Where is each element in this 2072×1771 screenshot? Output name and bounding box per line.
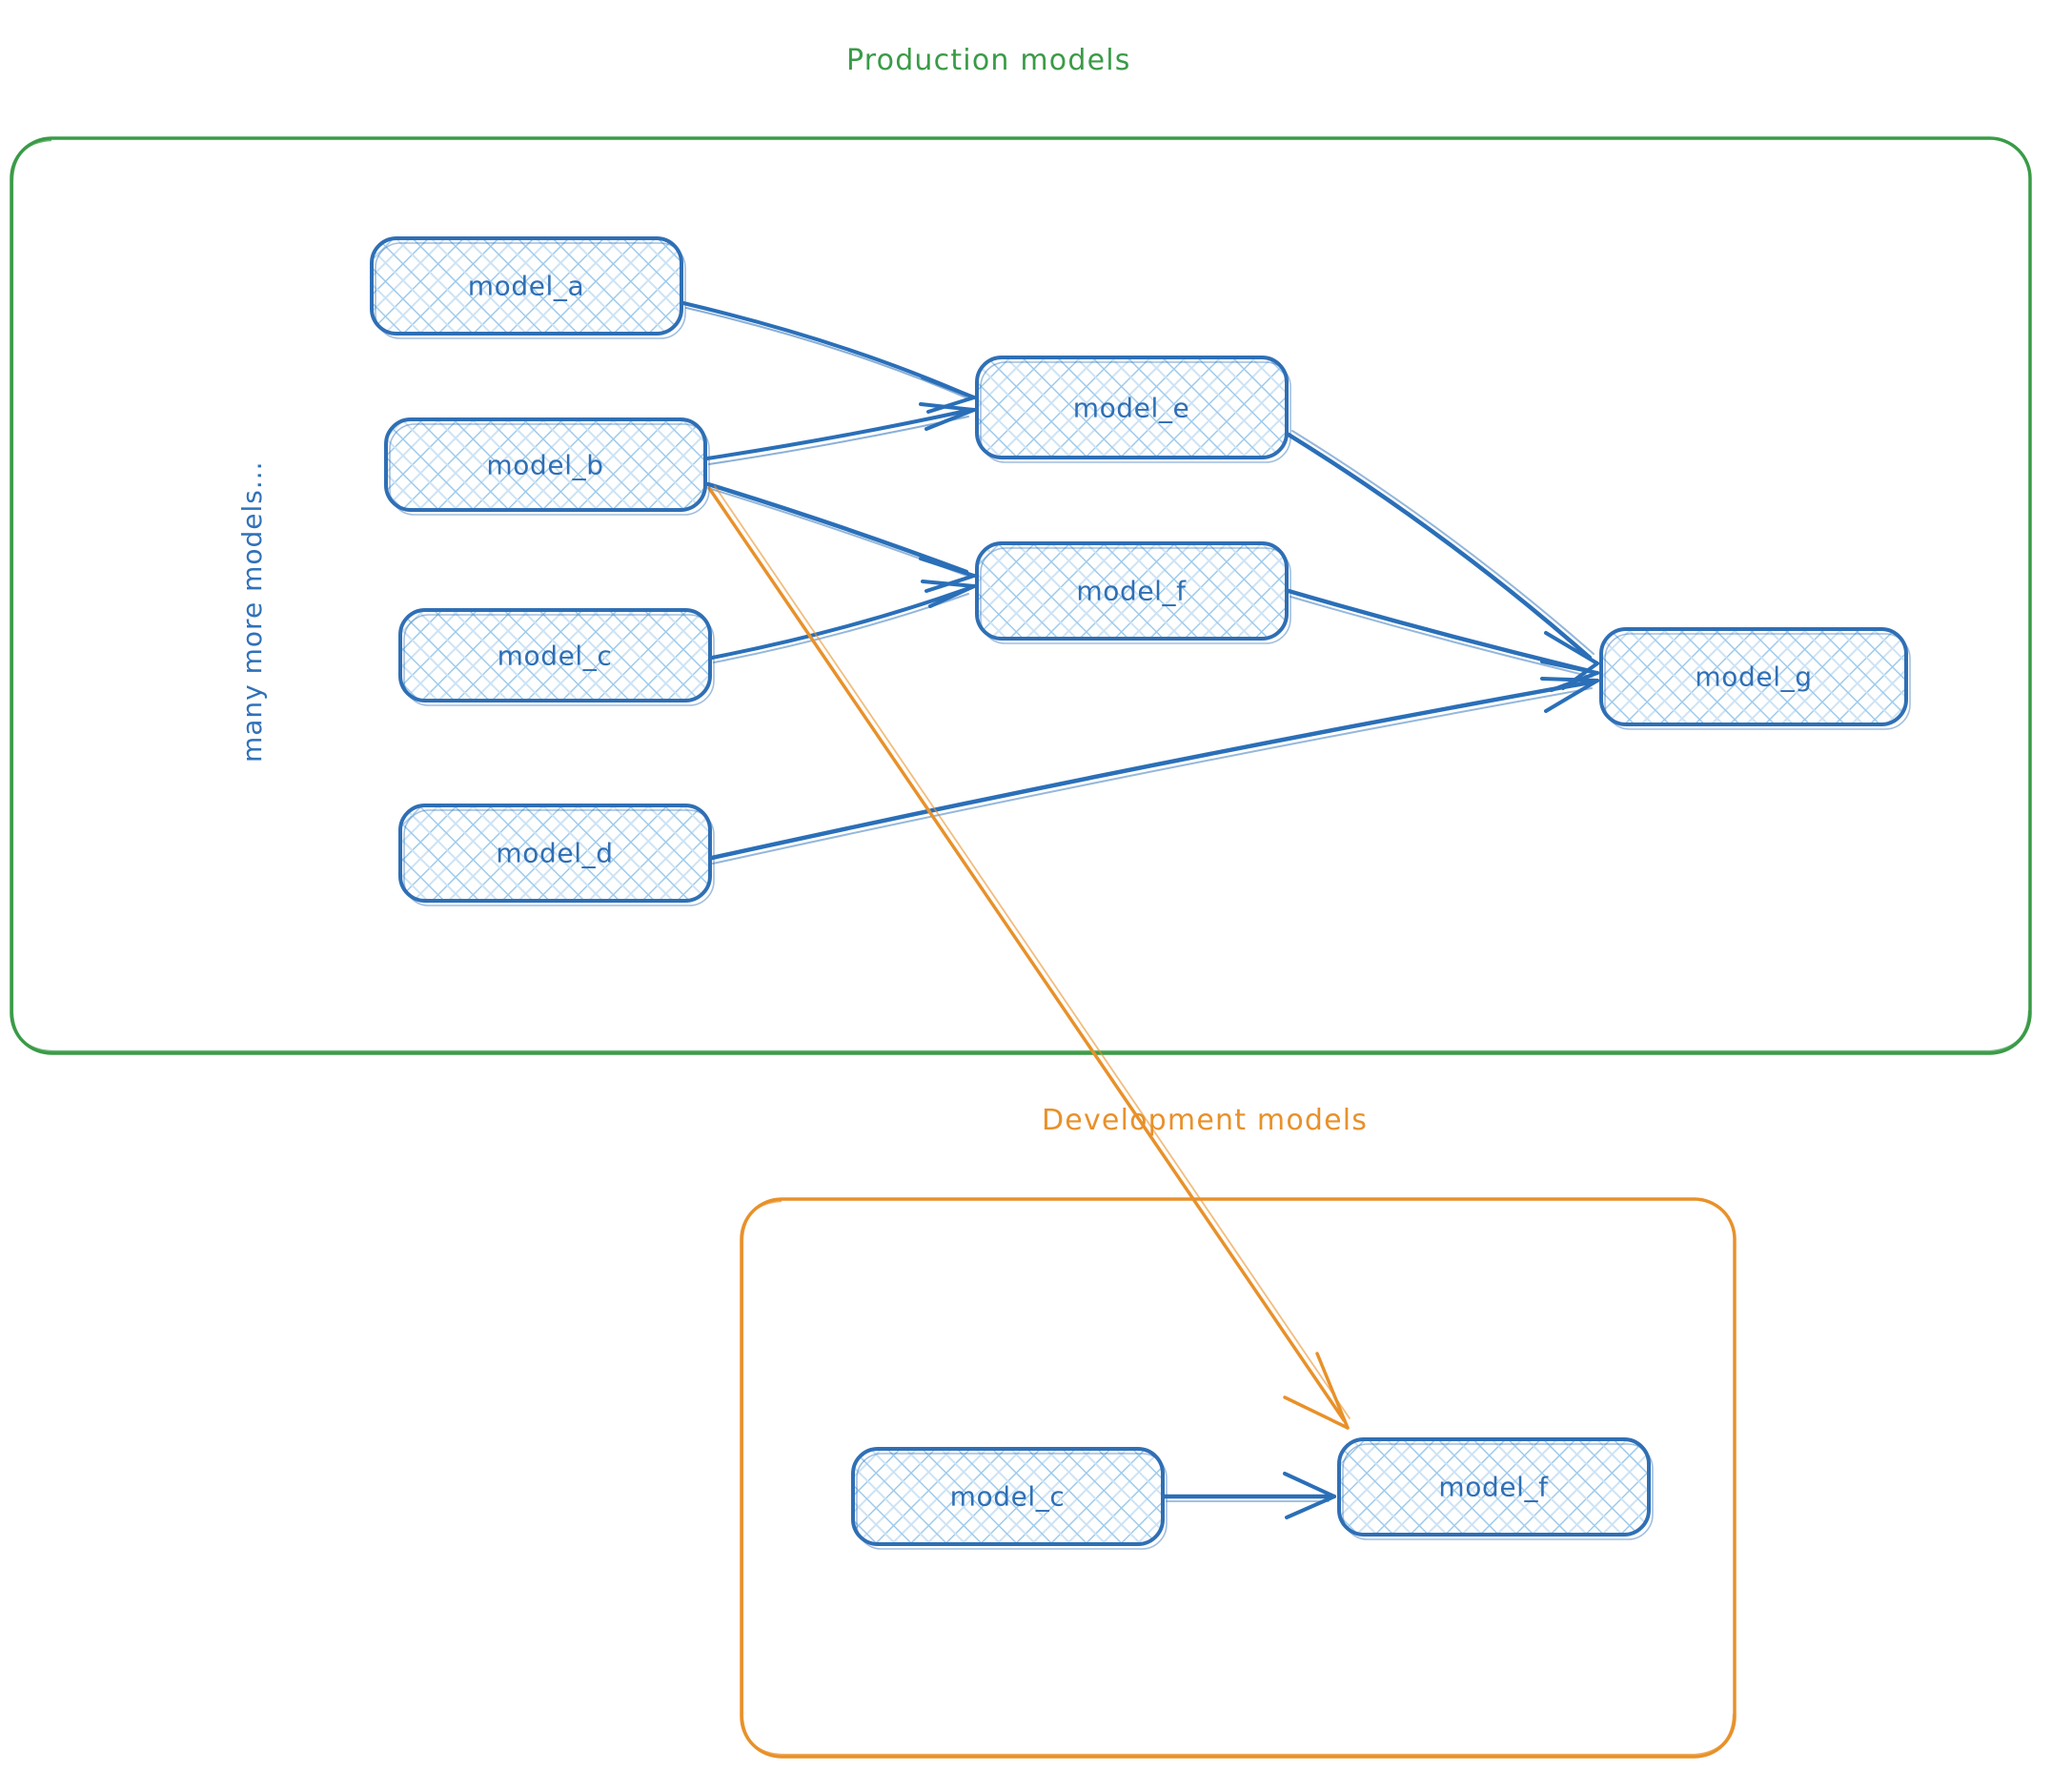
node-box-prod-model-g[interactable] — [1599, 627, 1911, 730]
node-box-prod-model-b[interactable] — [384, 417, 710, 516]
group-label-production: Production models — [846, 44, 1131, 77]
node-box-prod-model-f[interactable] — [975, 541, 1291, 644]
group-production-border — [10, 136, 2032, 1055]
edge-c-to-f — [710, 580, 976, 663]
node-box-dev-model-f[interactable] — [1337, 1437, 1654, 1540]
node-box-prod-model-a[interactable] — [370, 236, 686, 339]
edge-f-to-g — [1286, 588, 1599, 692]
side-note-many-more-models: many more models... — [236, 460, 268, 763]
node-box-prod-model-c[interactable] — [398, 608, 715, 706]
edge-b-to-f — [705, 481, 976, 593]
edge-b-to-devf-orange — [707, 485, 1351, 1430]
edge-e-to-g — [1286, 430, 1599, 690]
edge-devc-to-devf — [1162, 1472, 1336, 1519]
edge-a-to-e — [681, 301, 976, 414]
node-box-dev-model-c[interactable] — [851, 1447, 1168, 1550]
node-box-prod-model-d[interactable] — [398, 804, 715, 906]
edge-d-to-g — [709, 677, 1599, 865]
edge-b-to-e — [705, 402, 976, 465]
node-box-prod-model-e[interactable] — [975, 356, 1291, 463]
group-label-development: Development models — [1042, 1104, 1369, 1137]
group-development-border — [740, 1197, 1737, 1759]
